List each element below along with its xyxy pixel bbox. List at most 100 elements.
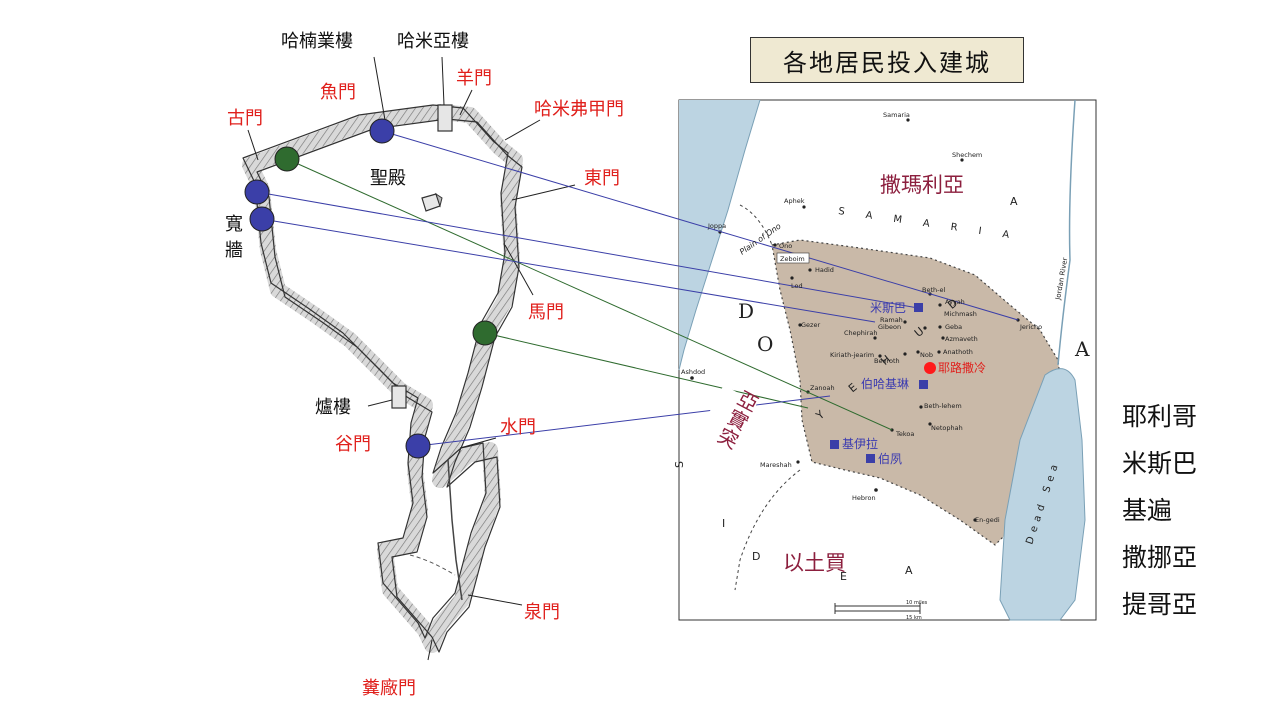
map-letter: D bbox=[752, 550, 760, 563]
slide-title: 各地居民投入建城 bbox=[750, 37, 1024, 83]
label-valley-gate: 谷門 bbox=[335, 434, 371, 455]
label-beth-haccherem: 伯哈基琳 bbox=[861, 376, 909, 391]
place-beeroth: Beeroth bbox=[874, 357, 900, 365]
valley-gate-marker bbox=[405, 433, 431, 459]
connector-broad-to-mizpah bbox=[256, 191, 919, 309]
map-letter: I bbox=[722, 517, 725, 530]
tower-furnace bbox=[391, 385, 407, 409]
label-keilah: 基伊拉 bbox=[842, 436, 878, 451]
place-ai: Ayyah bbox=[945, 298, 965, 306]
city-list-item: 基遍 bbox=[1122, 496, 1173, 525]
place-bethel: Beth-el bbox=[922, 286, 945, 294]
region-edom-cn: 以土買 bbox=[783, 551, 846, 575]
place-anathoth: Anathoth bbox=[943, 348, 973, 356]
label-broad-wall: 寬牆 bbox=[225, 214, 243, 261]
connector-fish-to-jericho bbox=[381, 130, 1019, 321]
place-samaria: Samaria bbox=[883, 111, 910, 119]
beth-haccherem-marker bbox=[919, 380, 928, 389]
label-hundred-tower: 哈米亞樓 bbox=[397, 31, 469, 52]
label-mizpah: 米斯巴 bbox=[870, 301, 906, 315]
fish-gate-marker bbox=[369, 118, 395, 144]
map-letter: D bbox=[738, 299, 754, 323]
place-tekoa: Tekoa bbox=[895, 430, 914, 438]
place-geba: Geba bbox=[945, 323, 962, 331]
mizpah-marker bbox=[914, 303, 923, 312]
place-nob: Nob bbox=[920, 351, 933, 359]
place-ramah: Ramah bbox=[880, 316, 903, 324]
place-joppa: Joppa bbox=[707, 222, 726, 230]
place-ono: Ono bbox=[779, 242, 792, 250]
label-water-gate: 水門 bbox=[500, 417, 536, 438]
map-panel bbox=[678, 99, 1097, 621]
map-scale-bar bbox=[834, 603, 921, 614]
place-bethlehem: Beth-lehem bbox=[924, 402, 962, 410]
connector-old-to-tekoa bbox=[286, 158, 893, 431]
broad-wall-marker-1 bbox=[244, 179, 270, 205]
map-letter: O bbox=[757, 332, 773, 356]
label-east-gate: 東門 bbox=[584, 168, 620, 189]
label-muster-gate: 哈米弗甲門 bbox=[534, 99, 624, 120]
wall-labels: 哈楠業樓 哈米亞樓 羊門 魚門 古門 哈米弗甲門 聖殿 東門 馬門 爐樓 谷門 … bbox=[227, 31, 624, 699]
scale-miles: 10 miles bbox=[906, 600, 928, 606]
jerusalem-wall-diagram bbox=[242, 56, 576, 661]
dead-sea bbox=[999, 368, 1086, 621]
place-netophah: Netophah bbox=[931, 424, 963, 432]
bethzur-marker bbox=[866, 454, 875, 463]
place-zeboim-box: Zeboim bbox=[776, 252, 810, 264]
jordan-river bbox=[1057, 99, 1076, 366]
place-zeboim: Zeboim bbox=[780, 255, 805, 263]
place-aphek: Aphek bbox=[784, 197, 805, 205]
label-fountain-gate: 泉門 bbox=[524, 602, 560, 623]
map-letter: A bbox=[1010, 195, 1018, 208]
place-shechem: Shechem bbox=[952, 151, 982, 159]
place-ashdod: Ashdod bbox=[681, 368, 705, 376]
label-furnace-tower: 爐樓 bbox=[315, 397, 351, 418]
region-samaria-cn: 撒瑪利亞 bbox=[880, 173, 964, 197]
city-list-item: 耶利哥 bbox=[1122, 402, 1198, 431]
jerusalem-marker bbox=[924, 362, 936, 374]
place-engedi: En-gedi bbox=[975, 516, 1000, 524]
city-wall bbox=[242, 104, 523, 653]
horse-gate-marker bbox=[472, 320, 498, 346]
city-list: 耶利哥 米斯巴 基遍 撒挪亞 提哥亞 bbox=[1122, 393, 1242, 628]
label-fish-gate: 魚門 bbox=[320, 82, 356, 103]
label-dung-gate: 糞廠門 bbox=[362, 677, 416, 699]
place-chephirah: Chephirah bbox=[844, 329, 877, 337]
place-hebron: Hebron bbox=[852, 494, 876, 502]
connector-lines bbox=[256, 130, 1019, 447]
place-gezer: Gezer bbox=[801, 321, 820, 329]
map-letter: E bbox=[840, 570, 847, 583]
place-hadid: Hadid bbox=[815, 266, 834, 274]
temple-icon bbox=[421, 192, 443, 212]
connector-horse-to-zanoah bbox=[484, 332, 809, 409]
tower-hundred bbox=[437, 104, 453, 132]
broad-wall-marker-2 bbox=[249, 206, 275, 232]
city-list-item: 撒挪亞 bbox=[1122, 543, 1198, 572]
label-hananel-tower: 哈楠業樓 bbox=[281, 31, 353, 52]
place-gibeon: Gibeon bbox=[878, 323, 901, 331]
place-jericho: Jericho bbox=[1019, 323, 1042, 331]
map-letter: A bbox=[905, 564, 913, 577]
scale-km: 15 km bbox=[906, 615, 922, 621]
label-old-gate: 古門 bbox=[227, 108, 263, 129]
connector-valley-to-zanoah bbox=[417, 395, 831, 447]
city-list-item: 提哥亞 bbox=[1122, 590, 1198, 619]
label-sheep-gate: 羊門 bbox=[456, 68, 492, 89]
gate-markers bbox=[244, 118, 498, 459]
label-temple: 聖殿 bbox=[370, 168, 406, 189]
label-jerusalem: 耶路撒冷 bbox=[938, 360, 986, 375]
label-bethzur: 伯夙 bbox=[878, 451, 902, 466]
yehud-province bbox=[771, 239, 1066, 546]
place-zanoah: Zanoah bbox=[810, 384, 835, 392]
city-list-item: 米斯巴 bbox=[1122, 449, 1198, 478]
label-horse-gate: 馬門 bbox=[528, 302, 564, 323]
keilah-marker bbox=[830, 440, 839, 449]
place-azmaveth: Azmaveth bbox=[945, 335, 978, 343]
place-lod: Lod bbox=[791, 282, 803, 290]
map-letter: S bbox=[673, 461, 686, 468]
place-kiriath: Kiriath-jearim bbox=[830, 351, 874, 359]
inner-wall bbox=[447, 459, 463, 601]
place-mareshah: Mareshah bbox=[760, 461, 792, 469]
